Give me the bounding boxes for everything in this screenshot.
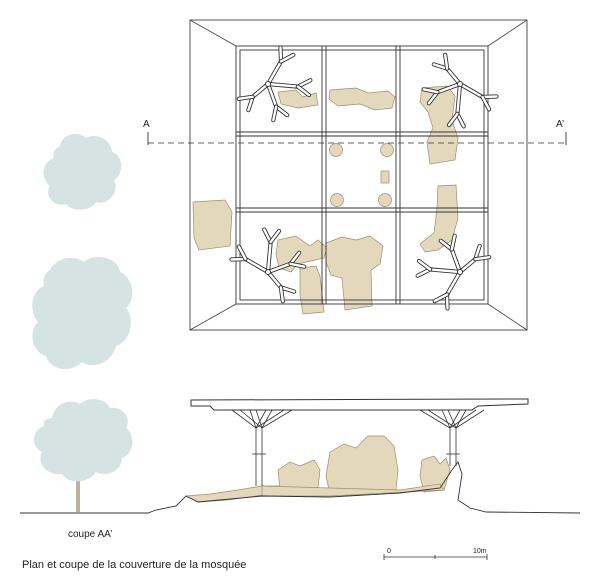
tree-trunk [76,478,80,512]
section-caption: coupe AA’ [68,529,112,540]
ruins-section [184,435,451,503]
scale-label-end: 10m [473,548,487,555]
drawing-title: Plan et coupe de la couverture de la mos… [22,559,246,571]
ground-line [20,461,581,514]
section-label-a: A [143,119,150,130]
section-view: coupe AA’ [20,398,581,540]
tree-bottom [33,399,133,482]
section-label-a-prime: A’ [556,119,564,130]
tree-columns-section [231,409,485,486]
scale-bar: 0 10m [383,548,488,560]
tree-columns-plan [229,45,499,311]
tree-top [43,133,122,210]
roof-grid [235,45,489,305]
plan-view: A A’ [143,19,567,331]
ruins-plan [192,85,459,315]
roof-outline [189,19,528,331]
trees [32,133,133,512]
tree-middle [32,257,133,370]
roof-slab-section [190,398,529,411]
scale-label-start: 0 [387,548,391,555]
